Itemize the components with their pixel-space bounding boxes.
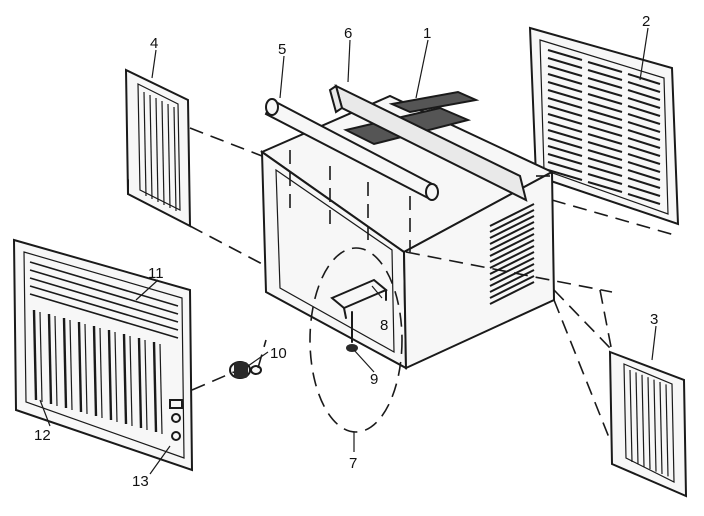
leader-lines	[39, 27, 657, 475]
callout-7: 7	[349, 455, 357, 472]
callout-8: 8	[380, 317, 388, 334]
callout-1: 1	[423, 25, 431, 42]
callout-2: 2	[642, 13, 650, 30]
part-left-side-curtain	[124, 68, 192, 228]
callout-5: 5	[278, 41, 286, 58]
part-knob	[229, 361, 262, 379]
callout-6: 6	[344, 25, 352, 42]
callout-10: 10	[270, 345, 287, 362]
callout-labels: 1 2 3 4 5 6 7 8 9 10 11 12 13	[34, 13, 658, 490]
callout-13: 13	[132, 473, 149, 490]
part-front-panel	[12, 238, 194, 472]
part-top-rail	[328, 84, 528, 202]
callout-4: 4	[150, 35, 158, 52]
callout-3: 3	[650, 311, 658, 328]
assembly-lines	[189, 127, 679, 441]
part-right-side-curtain	[608, 350, 688, 498]
callout-9: 9	[370, 371, 378, 388]
callout-11: 11	[148, 265, 164, 282]
callout-12: 12	[34, 427, 51, 444]
part-front-rail	[264, 98, 439, 201]
